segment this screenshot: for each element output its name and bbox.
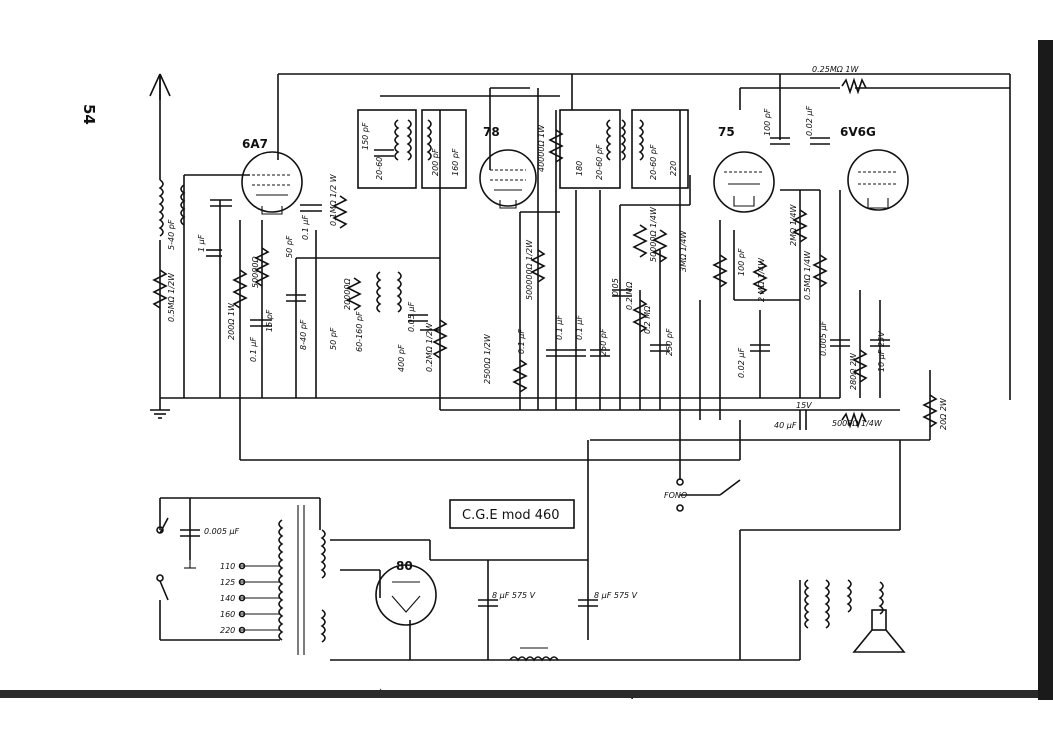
label-c-0-05uf-a: 0.05 μF <box>407 302 416 332</box>
label-r-50000-b: 50000Ω 1/4W <box>649 206 658 262</box>
label-c-0-005uf-mains: 0.005 μF <box>204 527 240 536</box>
oscillator-coil <box>376 271 402 313</box>
label-r-0-1m: 0.1MΩ 1/2 W <box>329 173 338 226</box>
tube-80: 80 <box>375 559 437 626</box>
label-c-10uf: 10 μF 25V <box>877 331 886 372</box>
label-c-180pf: 180 <box>575 161 584 176</box>
label-r-3m: 3MΩ 1/4W <box>679 229 688 272</box>
tube-label-6a7: 6A7 <box>242 137 268 151</box>
label-c-0-05uf-b: 0.05 <box>611 278 620 296</box>
label-c-20-60-c: 20-60 pF <box>649 144 658 180</box>
label-r-2m-b: 2MΩ 1/4W <box>789 203 798 246</box>
label-c-5-40pf: 5-40 pF <box>167 219 176 250</box>
voltage-selector: 110 125 140 160 220 <box>220 562 280 635</box>
label-r-0-5m: 0.5MΩ 1/2W <box>167 272 176 322</box>
label-c-100pf-a: 100 pF <box>763 108 772 136</box>
label-c-0-1uf-e: 0.1 μF <box>575 315 584 340</box>
label-r-0-2m-a: 0.2MΩ 1/2W <box>425 322 434 372</box>
tube-label-75: 75 <box>718 125 735 139</box>
label-c-1uf: 1 μF <box>197 234 206 252</box>
label-c-0-1uf-a: 0.1 μF <box>301 215 310 240</box>
label-r-0-2m-b: 0.2 MΩ <box>625 281 634 310</box>
label-c-15v: 15V <box>796 401 812 410</box>
ground-symbol-icon <box>150 409 170 419</box>
label-c-60-160pf: 60-160 pF <box>355 311 364 352</box>
label-c-400pf: 400 pF <box>397 344 406 372</box>
label-c-160pf: 160 pF <box>451 148 460 176</box>
filter-choke <box>509 647 559 662</box>
label-c-50pf: 50 pF <box>285 235 294 258</box>
voltage-tap-220: 220 <box>220 626 235 635</box>
label-c-15pf: 15 pF <box>265 309 274 332</box>
label-r-2500: 2500Ω 1/2W <box>483 333 492 384</box>
label-r-5000: 5000Ω 1/4W <box>832 419 883 428</box>
antenna-coil <box>158 179 186 237</box>
label-c-0-005uf: 0.005 μF <box>819 320 828 356</box>
label-r-20000: 20000Ω <box>343 278 352 310</box>
label-r-280: 280Ω 2W <box>849 352 858 390</box>
tube-75: 75 <box>713 125 775 213</box>
label-c-0-1uf-b: 0.1 μF <box>249 337 258 362</box>
mains-switch <box>156 517 196 601</box>
fono-label: FONO <box>664 491 687 500</box>
fono-jack: FONO <box>664 478 687 512</box>
label-c-250pf-b: 250 pF <box>665 328 674 356</box>
label-c-250pf-a: 250 pF <box>599 328 608 356</box>
model-label-box: C.G.E mod 460 <box>449 499 575 529</box>
label-r-0-25m: 0.25MΩ 1W <box>812 65 859 74</box>
page-number: 54 <box>80 104 98 125</box>
wiring <box>159 73 1011 661</box>
label-c-150pf: 150 pF <box>361 122 370 150</box>
label-c-8uf-b: 8 μF 575 V <box>594 591 638 600</box>
label-r-20: 20Ω 2W <box>939 397 948 430</box>
tube-6v6g: 6V6G <box>840 125 909 211</box>
component-labels: 0.25MΩ 1W 100 pF 0.02 μF 150 pF 20-60 20… <box>167 65 948 600</box>
tube-label-6v6g: 6V6G <box>840 125 876 139</box>
label-c-0-02uf-b: 0.02 μF <box>737 348 746 378</box>
label-c-100pf-b: 100 pF <box>737 248 746 276</box>
label-c-200pf: 200 pF <box>431 148 440 176</box>
voltage-tap-140: 140 <box>220 594 235 603</box>
label-r-200: 200Ω 1W <box>227 302 236 340</box>
resistors <box>152 77 938 429</box>
label-r-0-5m-b: 0.5MΩ 1/4W <box>803 250 812 300</box>
label-c-8uf-a: 8 μF 575 V <box>492 591 536 600</box>
label-c-20-60-b: 20-60 pF <box>595 144 604 180</box>
scan-edge-bottom <box>0 690 1053 698</box>
tube-6a7: 6A7 <box>241 137 303 215</box>
label-c-40uf: 40 μF <box>774 421 797 430</box>
label-r-0-2m-c: 0.2 MΩ <box>643 305 652 334</box>
label-r-2m-a: 2 MΩ 1/4W <box>757 257 766 302</box>
voltage-tap-160: 160 <box>220 610 235 619</box>
label-r-500000: 500000Ω 1/2W <box>525 239 534 300</box>
tube-label-78: 78 <box>483 125 500 139</box>
if-transformer-1 <box>357 109 467 189</box>
label-c-0-1uf-d: 0.1 μF <box>555 315 564 340</box>
tube-78: 78 <box>479 125 537 209</box>
label-c-0-1uf-c: 0.1 μF <box>517 329 526 354</box>
label-c-8-40pf: 8-40 pF <box>299 319 308 350</box>
label-c-220pf: 220 <box>669 161 678 176</box>
output-transformer <box>804 579 884 629</box>
model-label: C.G.E mod 460 <box>462 508 560 523</box>
if-transformer-2 <box>559 109 689 189</box>
label-r-40000: 40000Ω 1W <box>537 124 546 172</box>
label-c-50pf-b: 50 pF <box>329 327 338 350</box>
capacitors <box>180 137 890 607</box>
antenna-icon <box>149 73 171 100</box>
label-c-0-02uf-a: 0.02 μF <box>805 106 814 136</box>
voltage-tap-125: 125 <box>220 578 235 587</box>
scan-edge-right <box>1038 40 1053 700</box>
mains-transformer <box>278 505 326 655</box>
loudspeaker-icon <box>852 609 906 653</box>
tube-label-80: 80 <box>396 559 413 573</box>
label-c-20-60-a: 20-60 <box>375 157 384 180</box>
voltage-tap-110: 110 <box>220 562 235 571</box>
label-r-50000: 50000Ω <box>251 256 260 288</box>
